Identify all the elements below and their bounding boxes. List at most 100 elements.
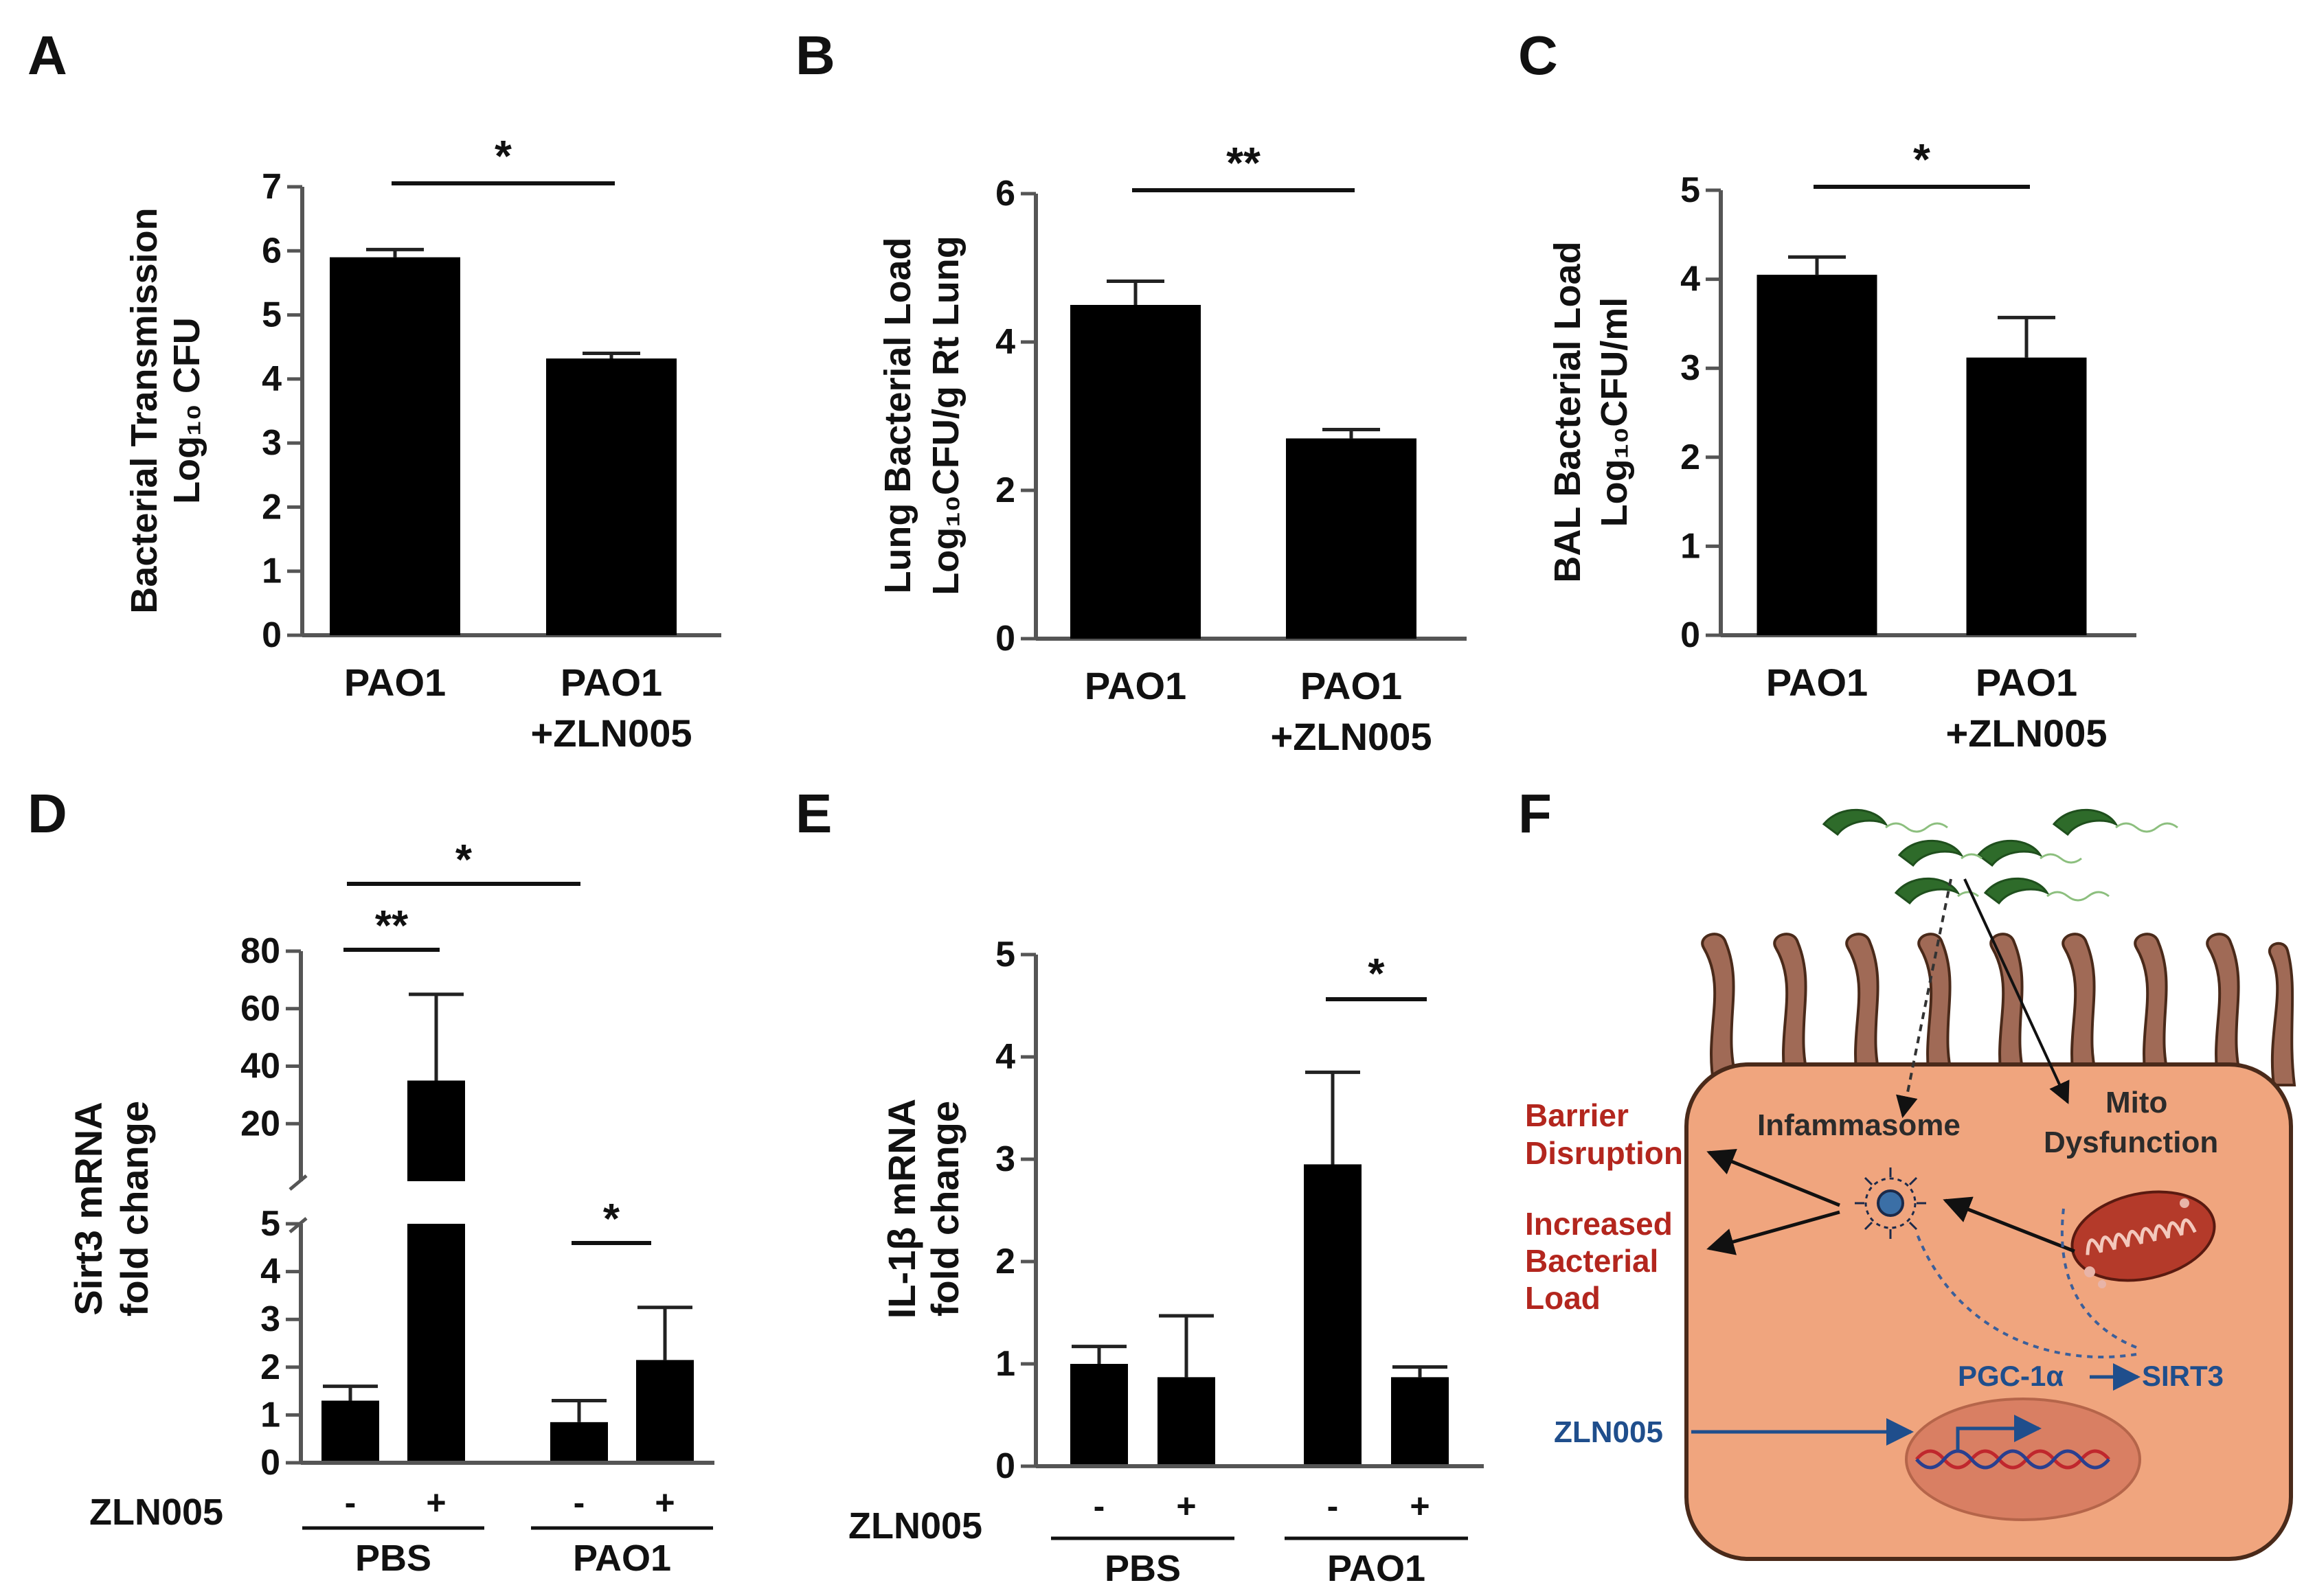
y-tick-label: 4 (995, 322, 1015, 362)
bar (1286, 438, 1416, 639)
pgc-label: PGC-1α (1958, 1360, 2064, 1392)
y-axis-label: fold change (113, 1101, 156, 1316)
bar (321, 1400, 379, 1463)
y-tick-label: 60 (240, 989, 280, 1029)
y-tick-label: 2 (1680, 437, 1700, 477)
zln005-row-label: ZLN005 (848, 1505, 982, 1547)
arrow-bacteria-to-inflammasome (1896, 878, 1952, 1119)
mito-label-line2: Dysfunction (2044, 1126, 2218, 1159)
significance-label: ** (375, 902, 409, 950)
bar (407, 1080, 465, 1463)
bar (1070, 1364, 1128, 1466)
y-tick-label: 4 (1680, 260, 1700, 299)
panel-letter-d: D (27, 783, 67, 844)
y-axis-label: Log₁₀ CFU (166, 317, 207, 504)
group-label: PAO1 (573, 1538, 671, 1579)
increased-label-line1: Increased (1525, 1206, 1673, 1242)
zln005-sign: - (1327, 1487, 1339, 1525)
panel-letter-b: B (795, 25, 835, 86)
y-tick-label: 4 (260, 1252, 280, 1292)
inflammasome-label: Infammasome (1757, 1108, 1961, 1142)
zln005-row-label: ZLN005 (89, 1492, 223, 1533)
significance-label: * (455, 836, 473, 884)
bar (546, 358, 677, 635)
y-tick-label: 6 (262, 231, 282, 271)
x-tick-label: PAO1 (1300, 664, 1402, 707)
panel-letter-e: E (795, 783, 832, 844)
bar (1391, 1377, 1449, 1466)
y-axis-label: IL-1β mRNA (880, 1099, 923, 1319)
y-tick-label: 0 (995, 1446, 1015, 1486)
y-tick-label: 4 (995, 1037, 1015, 1077)
y-tick-label: 2 (262, 487, 282, 527)
x-tick-label: +ZLN005 (1271, 715, 1432, 758)
y-tick-label: 6 (995, 174, 1015, 214)
y-tick-label: 0 (1680, 615, 1700, 655)
mito-label-line1: Mito (2105, 1086, 2167, 1119)
y-tick-label: 0 (995, 619, 1015, 659)
y-tick-label: 0 (260, 1443, 280, 1483)
zln005-sign: + (1176, 1487, 1196, 1525)
diagram-f: Barrier Disruption Increased Bacterial L… (1525, 808, 2296, 1561)
bar (1757, 275, 1877, 635)
bar (1304, 1164, 1362, 1466)
arrow-bacteria-to-mito (1963, 878, 2070, 1104)
y-axis-label: Lung Bacterial Load (877, 237, 918, 593)
bar (1157, 1377, 1215, 1466)
x-tick-label: +ZLN005 (1946, 711, 2108, 755)
y-tick-label: 2 (995, 470, 1015, 510)
y-tick-label: 40 (240, 1047, 280, 1086)
x-tick-label: PAO1 (561, 661, 662, 704)
zln005-sign: - (1094, 1487, 1105, 1525)
group-label: PAO1 (1327, 1548, 1425, 1589)
y-axis-label: BAL Bacterial Load (1547, 241, 1588, 582)
arrow-inflammasome-to-barrier (1706, 1148, 1840, 1207)
zln005-sign: - (574, 1483, 585, 1522)
significance-label: ** (1226, 138, 1261, 187)
zln005-sign: - (345, 1483, 357, 1522)
y-tick-label: 5 (262, 295, 282, 335)
inflammasome-icon (1855, 1167, 1926, 1239)
panel-letter-c: C (1518, 25, 1558, 86)
cilia (1701, 933, 2296, 1086)
x-tick-label: PAO1 (1766, 661, 1868, 704)
y-tick-label: 0 (262, 615, 282, 655)
y-tick-label: 1 (262, 551, 282, 591)
y-axis-label: Sirt3 mRNA (67, 1102, 110, 1315)
bar (636, 1360, 694, 1463)
bar-axis-break (405, 1181, 467, 1224)
y-axis-label: Log₁₀CFU/g Rt Lung (925, 236, 967, 595)
increased-label-line3: Load (1525, 1280, 1601, 1316)
x-tick-label: PAO1 (1085, 664, 1186, 707)
y-tick-label: 7 (262, 167, 282, 207)
zln-label: ZLN005 (1554, 1415, 1663, 1449)
bar (550, 1422, 608, 1463)
barrier-label-line1: Barrier (1525, 1097, 1629, 1133)
significance-label: * (603, 1196, 620, 1243)
sirt3-to-mito-path (2060, 1202, 2137, 1349)
y-tick-label: 5 (260, 1204, 280, 1244)
y-tick-label: 3 (1680, 348, 1700, 388)
x-tick-label: +ZLN005 (531, 711, 692, 755)
y-tick-label: 20 (240, 1104, 280, 1143)
significance-label: * (1368, 950, 1385, 998)
group-label: PBS (355, 1538, 431, 1579)
barrier-label-line2: Disruption (1525, 1135, 1683, 1171)
significance-label: * (495, 131, 512, 181)
axis-break-mark (289, 1174, 308, 1191)
y-tick-label: 2 (260, 1347, 280, 1387)
significance-label: * (1913, 135, 1930, 184)
bacteria-icon (1822, 808, 2178, 905)
sirt3-to-inflammasome-path (1915, 1232, 2137, 1358)
y-tick-label: 3 (260, 1299, 280, 1339)
sirt3-label: SIRT3 (2142, 1360, 2224, 1392)
y-axis-label: Log₁₀CFU/ml (1594, 297, 1635, 527)
y-tick-label: 1 (260, 1395, 280, 1435)
mitochondrion-icon (2070, 1190, 2216, 1288)
